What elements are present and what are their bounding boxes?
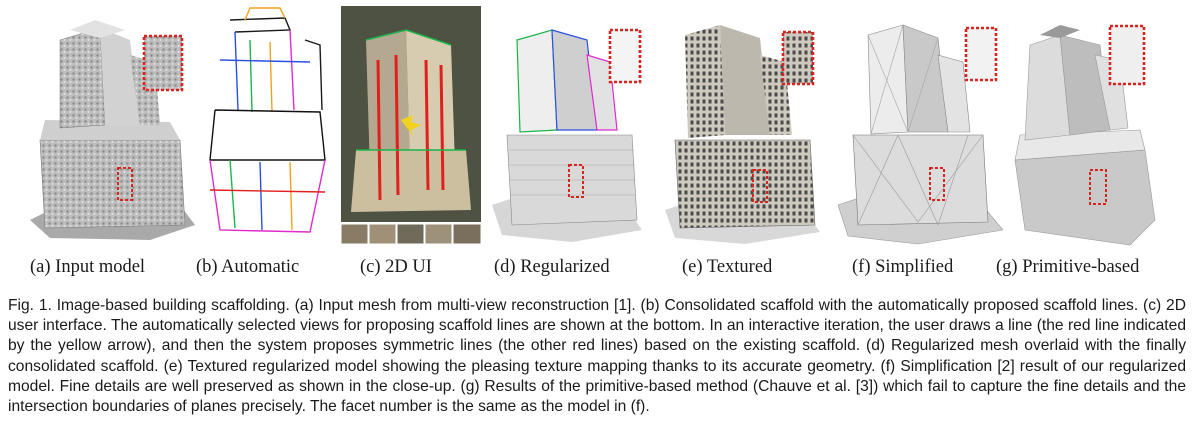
subfigure-label-f: (f) Simplified bbox=[852, 257, 954, 277]
panel-2d-ui bbox=[341, 0, 481, 250]
figure-panels bbox=[30, 0, 1180, 250]
figure-caption: Fig. 1. Image-based building scaffolding… bbox=[8, 297, 1186, 416]
subfigure-label-b: (b) Automatic bbox=[196, 257, 300, 277]
panel-automatic bbox=[190, 0, 340, 250]
subfigure-label-e: (e) Textured bbox=[682, 257, 773, 277]
subfigure-label-d: (d) Regularized bbox=[494, 257, 610, 277]
regularized-mesh-image bbox=[492, 28, 642, 242]
ui-screenshot-image bbox=[341, 6, 481, 245]
panel-primitive-based bbox=[1010, 0, 1180, 250]
panel-textured bbox=[665, 0, 825, 250]
primitive-based-image bbox=[1014, 24, 1156, 246]
panel-input-model bbox=[30, 0, 195, 250]
subfigure-label-g: (g) Primitive-based bbox=[996, 257, 1140, 277]
panel-simplified bbox=[838, 0, 1003, 250]
panel-regularized bbox=[492, 0, 647, 250]
automatic-scaffold-image bbox=[209, 7, 326, 233]
subfigure-label-a: (a) Input model bbox=[30, 257, 146, 277]
textured-model-image bbox=[665, 25, 820, 244]
subfigure-label-c: (c) 2D UI bbox=[360, 257, 432, 277]
input-model-image bbox=[30, 20, 195, 240]
simplified-model-image bbox=[838, 24, 1003, 245]
